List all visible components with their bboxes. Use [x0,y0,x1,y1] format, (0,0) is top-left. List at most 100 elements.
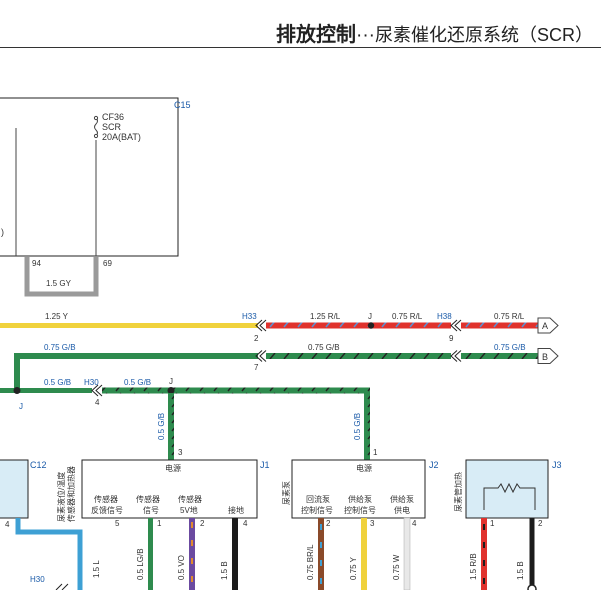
fuse-label: SCR [102,122,122,132]
j1-pin-1: 1 [157,519,162,528]
j2-cell-1-line2: 控制信号 [301,505,333,515]
c15-ref: C15 [174,100,191,110]
heater-resistor-icon [483,482,536,510]
arrow-a-label: A [542,321,548,331]
c15-left-fragment: ) [1,227,4,237]
j1-cell-3-line1: 传感器 [178,494,202,504]
wire-vo-label: 0.5 VO [177,555,186,580]
pin-1: 1 [373,448,378,457]
wire-red-right-label: 0.75 R/L [494,312,525,321]
wire-green-j2-label: 0.5 G/B [353,413,362,440]
splice-j-low-label: J [169,377,173,386]
j2-ref: J2 [429,460,439,470]
arrow-a [537,317,559,334]
wire-red-mid [266,322,451,329]
j2-cell-2-line2: 控制信号 [344,505,376,515]
j2-power-label: 电源 [356,463,372,473]
j1-cell-1-line1: 传感器 [94,494,118,504]
wire-blue-label: 1.5 L [92,560,101,578]
wire-yellow-left [0,323,258,328]
wire-red-mid-label: 1.25 R/L [310,312,341,321]
c12-side-label-1: 尿素液位/温度 [56,472,66,522]
connector-h33-symbol-b [255,350,267,362]
c12-ref: C12 [30,460,47,470]
pin-3: 3 [178,448,183,457]
j3-ref: J3 [552,460,562,470]
j1-cell-4-line2: 接地 [228,505,244,515]
wire-vo [189,518,195,590]
title-main: 排放控制 [276,24,356,46]
c12-connector: C12 尿素液位/温度 传感器和加热器 4 1.5 L H30 [0,459,101,590]
j2-cell-1-line1: 回流泵 [306,494,330,504]
wire-green-right [461,353,539,359]
j3-side-label: 尿素管加热 [453,472,463,512]
page-title: 排放控制···尿素催化还原系统（SCR） [276,18,593,47]
fuse-rating: 20A(BAT) [102,132,141,142]
wire-red-mid2-label: 0.75 R/L [392,312,423,321]
wire-y-pump [361,518,367,590]
c15-fuse-box: C15 CF36 SCR 20A(BAT) ) 94 69 1.5 GY [0,97,191,297]
splice-j-mid [367,322,375,329]
wire-b-label: 1.5 B [220,561,229,580]
wire-green-low1-label: 0.5 G/B [44,378,71,387]
wire-green-left-label: 0.75 G/B [44,343,76,352]
wire-green-mid-label: 0.75 G/B [308,343,340,352]
sensor-power-bus: J 0.5 G/B H30 4 0.5 G/B J 0.5 G/B 3 0.5 … [0,377,378,461]
wire-br-l [318,518,324,590]
wire-loop-label: 1.5 GY [46,279,72,288]
wire-lg-b [148,518,153,590]
title-dots: ··· [356,25,375,46]
connector-h38: H38 [437,312,452,321]
j1-pin-4: 4 [243,519,248,528]
j2-pin-3: 3 [370,519,375,528]
wire-green-low-right [102,387,370,394]
j2-cell-3-line1: 供给泵 [390,494,414,504]
j2-cell-3-line2: 供电 [394,505,410,515]
connector-h30-symbol [91,384,103,397]
j1-pin-2: 2 [200,519,205,528]
connector-h30-low: H30 [30,575,45,584]
connector-h33-symbol [255,319,267,332]
j2-connector: J2 电源 尿素泵 回流泵 控制信号 供给泵 控制信号 供给泵 供电 2 3 4… [281,459,439,590]
pin-7: 7 [254,363,259,372]
wire-br-l-label: 0.75 BR/L [306,544,315,580]
j1-box [81,459,258,519]
connector-h30-low-symbol [55,583,69,590]
j3-pin-2: 2 [538,519,543,528]
wire-r-b-label: 1.5 R/B [469,553,478,580]
j2-side-label: 尿素泵 [281,481,291,505]
j1-ref: J1 [260,460,270,470]
splice-j-left-label: J [19,402,23,411]
pin-4: 4 [95,398,100,407]
arrow-b-label: B [542,352,548,362]
fuse-cf36-symbol [94,117,98,137]
j1-connector: J1 电源 传感器 反馈信号 传感器 信号 传感器 5V地 接地 5 1 2 4… [81,459,270,590]
header-rule [0,47,601,48]
j2-pin-2: 2 [326,519,331,528]
ground-node [527,584,537,590]
splice-j-low [167,387,175,394]
wire-b-ground [232,518,238,590]
wire-loop-gray [24,257,99,297]
c15-pin-94: 94 [32,259,41,268]
wire-w-pump-label: 0.75 W [392,554,401,580]
fuse-name: CF36 [102,112,124,122]
wire-green-low-left [0,388,92,393]
connector-h38-symbol-b [450,350,462,362]
j2-box [291,459,426,519]
j1-power-label: 电源 [165,463,181,473]
wire-green-j1-label: 0.5 G/B [157,413,166,440]
wire-w-pump [403,517,411,590]
c12-box [0,459,29,519]
connector-h33: H33 [242,312,257,321]
connector-h30: H30 [84,378,99,387]
wire-green-mid [266,353,451,359]
wire-y-pump-label: 0.75 Y [349,556,358,580]
wire-blue [15,518,83,590]
j2-cell-2-line1: 供给泵 [348,494,372,504]
wire-green-j1-drop [168,393,174,461]
j3-connector: J3 尿素管加热 1 2 1.5 R/B 1.5 B [453,459,562,590]
wire-green-left [14,353,258,389]
signal-wire-b: 0.75 G/B 7 0.75 G/B 0.75 G/B B [14,343,559,389]
